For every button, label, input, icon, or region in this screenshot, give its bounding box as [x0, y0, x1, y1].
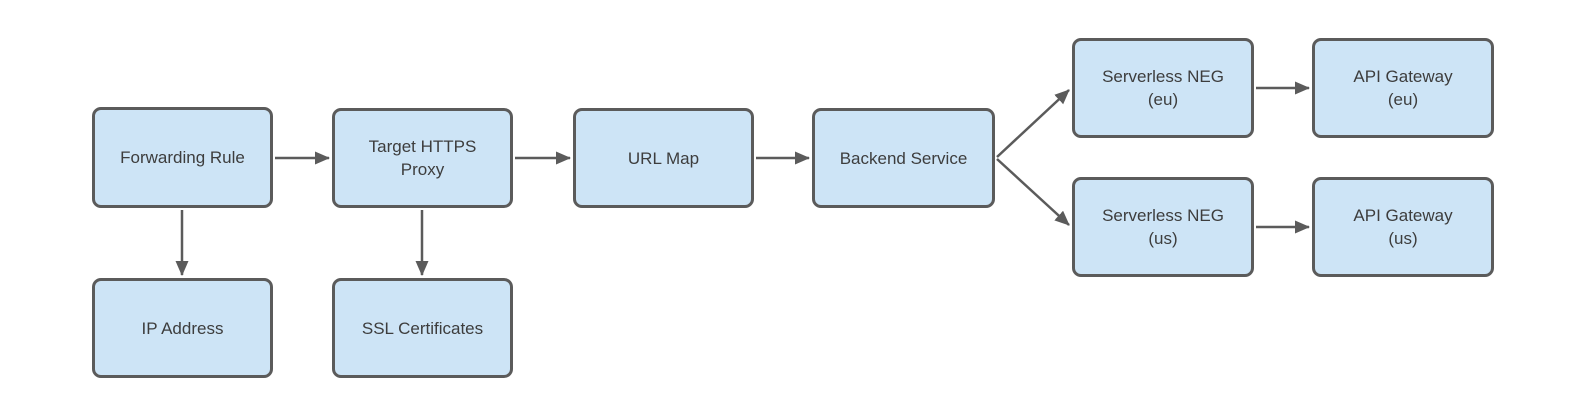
node-label: Proxy [400, 160, 445, 179]
node-serverless-neg-eu: Serverless NEG (eu) [1072, 38, 1254, 138]
node-ip-address: IP Address [92, 278, 273, 378]
node-serverless-neg-us: Serverless NEG (us) [1072, 177, 1254, 277]
node-label: API Gateway [1353, 206, 1453, 225]
node-label: IP Address [141, 318, 224, 338]
node-label: URL Map [627, 148, 700, 168]
node-label: (us) [1148, 229, 1178, 248]
node-url-map: URL Map [573, 108, 754, 208]
node-label: SSL Certificates [361, 318, 484, 338]
node-ssl-certificates: SSL Certificates [332, 278, 513, 378]
node-label: Target HTTPS [368, 137, 477, 156]
edge-backend-service-to-serverless-neg-us [996, 158, 1070, 226]
node-target-https-proxy: Target HTTPS Proxy [332, 108, 513, 208]
edge-backend-service-to-serverless-neg-eu [996, 89, 1070, 158]
node-backend-service: Backend Service [812, 108, 995, 208]
node-label: (eu) [1147, 90, 1179, 109]
node-api-gateway-eu: API Gateway (eu) [1312, 38, 1494, 138]
node-label: (eu) [1387, 90, 1419, 109]
node-label: Serverless NEG [1102, 67, 1224, 86]
node-label: Serverless NEG [1102, 206, 1224, 225]
node-label: (us) [1388, 229, 1418, 248]
node-label: Backend Service [839, 148, 968, 168]
node-api-gateway-us: API Gateway (us) [1312, 177, 1494, 277]
node-label: Forwarding Rule [120, 148, 245, 167]
node-label: API Gateway [1353, 67, 1453, 86]
node-forwarding-rule: Forwarding Rule [92, 107, 273, 208]
